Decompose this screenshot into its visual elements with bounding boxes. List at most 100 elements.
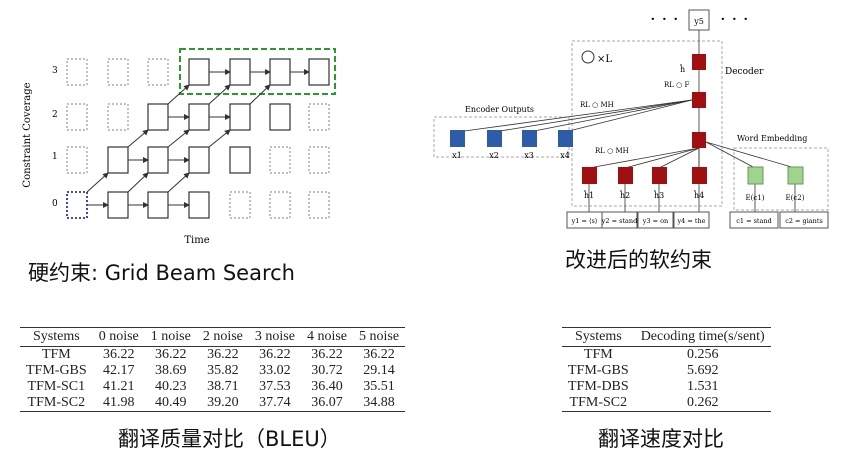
gbs-cell	[147, 103, 169, 131]
output-label: y5	[693, 17, 704, 26]
bleu-cell: 36.07	[300, 395, 353, 412]
gbs-cell	[66, 146, 88, 174]
gbs-cell	[188, 146, 210, 174]
decoder-node-low	[692, 132, 706, 148]
green-highlight-box	[179, 48, 336, 95]
bleu-cell: 35.51	[363, 379, 395, 394]
bleu-header-cell: 5 noise	[353, 327, 406, 347]
bleu-header-cell: 1 noise	[144, 327, 197, 347]
bleu-cell: 40.23	[155, 379, 187, 394]
bleu-cell: 36.22	[102, 347, 135, 362]
gbs-cell	[308, 191, 330, 219]
bleu-cell: 42.17	[102, 363, 135, 378]
bleu-header-cell: 0 noise	[92, 327, 145, 347]
encoder-node	[558, 130, 573, 147]
speed-cell: 0.256	[686, 347, 719, 362]
input-token-box	[637, 211, 674, 229]
repeat-label: ×L	[597, 54, 612, 65]
gbs-grid	[66, 58, 330, 219]
embedding-node-label: E(c2)	[786, 194, 805, 202]
input-token-box	[601, 211, 638, 229]
gbs-cell	[107, 103, 129, 131]
bleu-cell: 36.40	[311, 379, 343, 394]
bleu-cell: 36.22	[155, 347, 187, 362]
gbs-cell	[188, 103, 210, 131]
encoder-node-label: x4	[560, 151, 570, 160]
bleu-cell: 39.20	[196, 395, 249, 412]
gbs-arrow	[167, 84, 190, 105]
input-token-label: y1 = ⟨s⟩	[571, 217, 598, 225]
bleu-cell: TFM	[41, 347, 71, 362]
constraint-box	[729, 211, 779, 229]
speed-header-cell: Decoding time(s/sent)	[634, 327, 771, 347]
bleu-header-cell: 3 noise	[248, 327, 301, 347]
bleu-cell: 38.71	[207, 379, 239, 394]
embedding-node-label: E(c1)	[746, 194, 765, 202]
gbs-arrow	[127, 129, 149, 148]
decoder-input-node-label: ĥ3	[653, 191, 664, 200]
bleu-cell: 38.69	[155, 363, 187, 378]
bleu-cell: 30.72	[311, 363, 343, 378]
gbs-row-label-2: 2	[52, 110, 58, 120]
gbs-row-label-3: 3	[52, 66, 58, 76]
embedding-attention-line	[705, 141, 796, 169]
encoder-attention-line	[564, 99, 693, 133]
decoder-attention-line	[658, 147, 700, 169]
encoder-attention-line	[493, 99, 693, 133]
decoder-label: Decoder	[725, 67, 764, 77]
dots-right: · · ·	[720, 9, 749, 30]
bleu-cell: TFM-SC2	[20, 395, 93, 412]
caption-quality: 翻译质量对比（BLEU）	[118, 427, 341, 451]
gbs-cell	[269, 58, 291, 86]
input-token-label: y3 = on	[642, 217, 669, 225]
gbs-cell	[107, 58, 129, 86]
decoder-input-node	[692, 167, 707, 184]
decoder-attention-line	[588, 147, 700, 169]
speed-cell: 5.692	[686, 363, 719, 378]
encoder-node-label: x3	[524, 151, 534, 160]
bleu-cell: 34.88	[353, 395, 406, 412]
gbs-xlabel: Time	[184, 235, 209, 246]
decoder-input-node-label: ĥ1	[583, 191, 594, 200]
decoder-input-node-label: ĥ4	[693, 191, 704, 200]
encoder-node-label: x2	[489, 151, 499, 160]
gbs-arrow	[167, 172, 190, 193]
bleu-cell: 33.02	[259, 363, 291, 378]
encoder-node	[487, 130, 502, 147]
decoder-input-node	[618, 167, 633, 184]
gbs-cell	[147, 191, 169, 219]
gbs-cell	[147, 146, 169, 174]
gbs-ylabel: Constraint Coverage	[22, 82, 33, 187]
gbs-row-label-0: 0	[52, 199, 58, 209]
gbs-arrow	[208, 129, 231, 148]
decoder-node-mid	[692, 92, 706, 108]
bleu-cell: TFM-SC1	[27, 379, 86, 394]
gbs-arrow	[208, 84, 231, 105]
decoder-attention-line	[624, 147, 700, 169]
bleu-header-cell: 4 noise	[300, 327, 353, 347]
gbs-cell	[229, 191, 251, 219]
gbs-row-label-1: 1	[52, 152, 58, 162]
decoder-node-top	[692, 54, 706, 70]
bleu-cell: TFM-GBS	[26, 363, 87, 378]
gbs-cell	[147, 58, 169, 86]
bleu-header-cell: 2 noise	[196, 327, 249, 347]
model-architecture-figure: · · · · · · y5 ×L Decoder RL ○ F RL ○ MH…	[433, 9, 829, 229]
gbs-cell	[107, 146, 129, 174]
speed-cell: TFM-GBS	[568, 363, 629, 378]
constraint-box	[779, 211, 829, 229]
constraint-label: c2 = giants	[785, 217, 823, 225]
embedding-node	[787, 166, 804, 185]
gbs-cell	[66, 103, 88, 131]
gbs-cell	[308, 58, 330, 86]
caption-gbs: 硬约束: Grid Beam Search	[28, 261, 295, 285]
bleu-header-cell: Systems	[20, 327, 93, 347]
embedding-node	[747, 166, 764, 185]
